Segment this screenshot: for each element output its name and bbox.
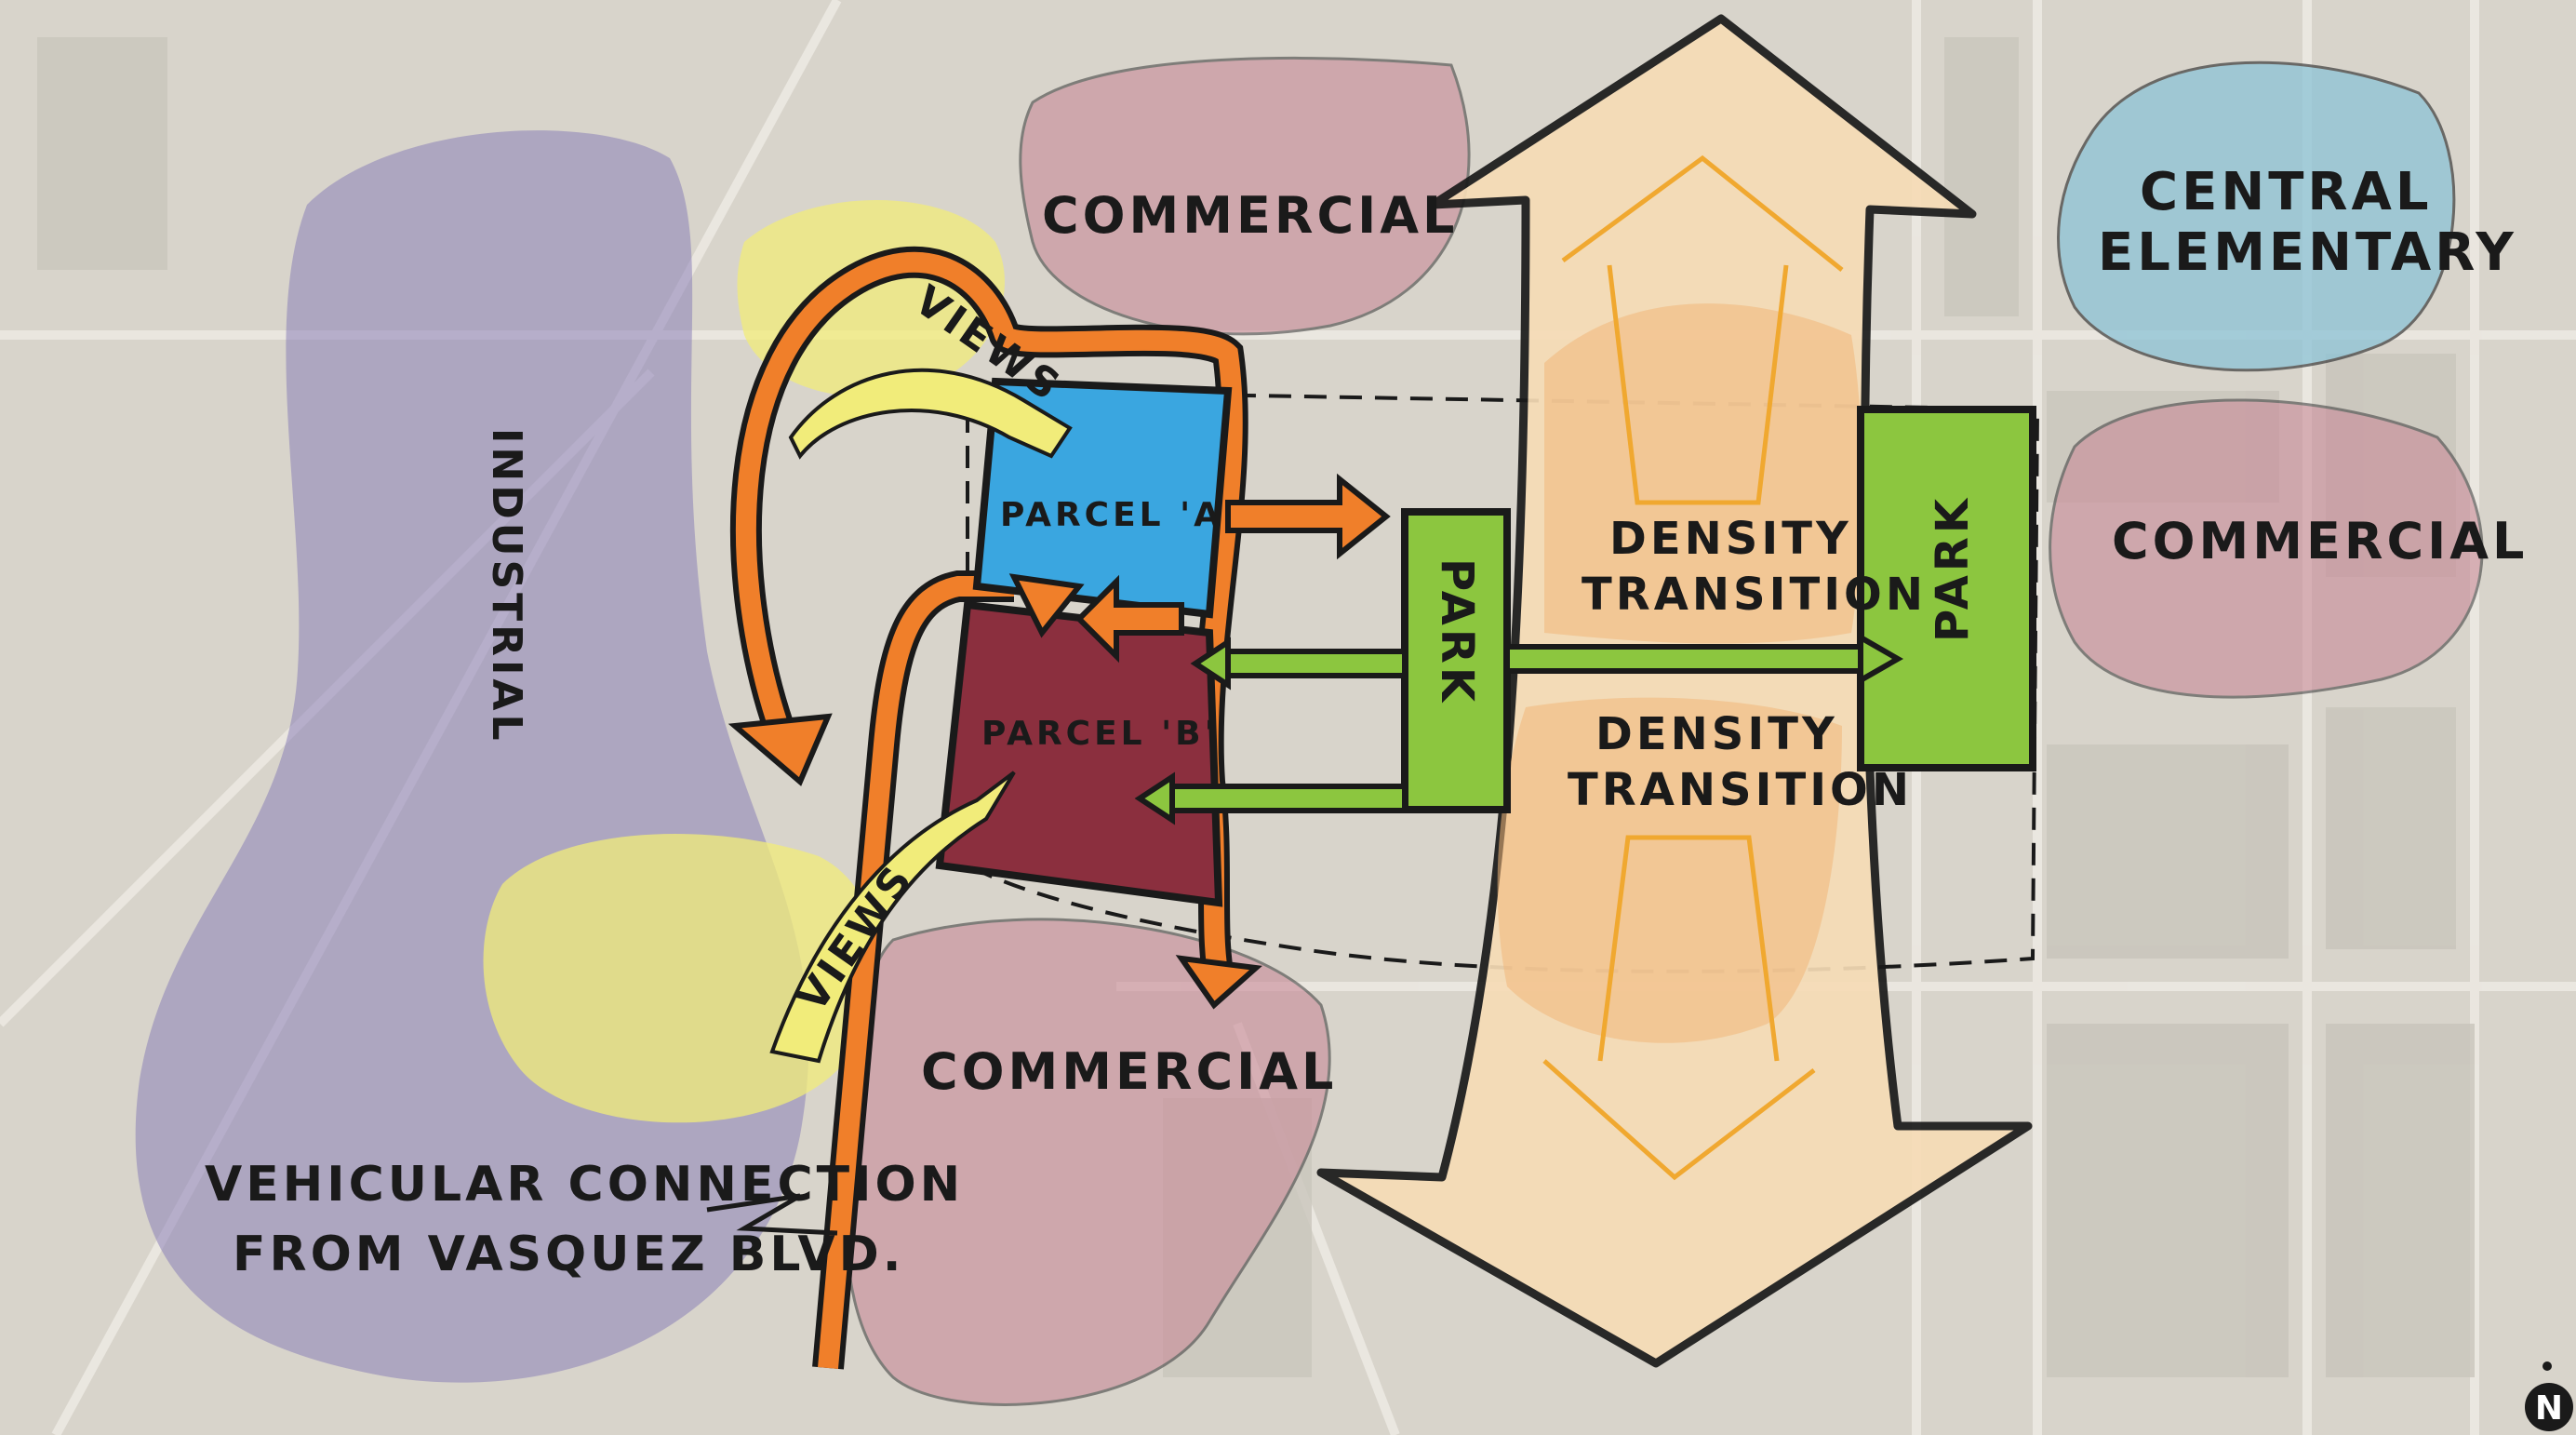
density-transition-top-label-2: TRANSITION xyxy=(1582,569,1927,621)
industrial-label: INDUSTRIAL xyxy=(483,428,530,744)
commercial-top-label: COMMERCIAL xyxy=(1042,186,1458,245)
vehicular-label-2: FROM VASQUEZ BLVD. xyxy=(233,1227,905,1282)
density-transition-top-label-1: DENSITY xyxy=(1609,513,1852,565)
park-right-label: PARK xyxy=(1927,495,1979,642)
north-arrow-dot xyxy=(2543,1361,2552,1371)
density-transition-bottom-label-1: DENSITY xyxy=(1595,708,1838,760)
central-elementary-label-1: CENTRAL xyxy=(2140,162,2433,222)
north-arrow-label: N xyxy=(2535,1389,2563,1428)
commercial-bottom-label: COMMERCIAL xyxy=(921,1042,1337,1101)
central-elementary-label-2: ELEMENTARY xyxy=(2098,222,2517,283)
park-left-label: PARK xyxy=(1431,558,1483,705)
parcel-b-label: PARCEL 'B' xyxy=(981,715,1219,753)
commercial-right-label: COMMERCIAL xyxy=(2112,512,2528,570)
density-transition-bottom-label-2: TRANSITION xyxy=(1568,764,1913,816)
vehicular-label-1: VEHICULAR CONNECTION xyxy=(205,1157,964,1213)
parcel-a-label: PARCEL 'A' xyxy=(1000,496,1237,534)
parcel-b xyxy=(940,605,1219,903)
